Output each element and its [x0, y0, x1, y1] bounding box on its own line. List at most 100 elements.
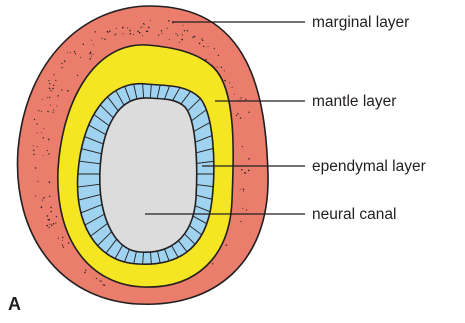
stipple-dot	[224, 70, 225, 71]
stipple-dot	[169, 39, 170, 40]
stipple-dot	[194, 36, 196, 38]
stipple-dot	[43, 155, 44, 156]
stipple-dot	[246, 209, 247, 210]
mantle-layer-label: mantle layer	[312, 93, 396, 110]
stipple-dot	[150, 20, 151, 21]
stipple-dot	[221, 67, 222, 68]
stipple-dot	[181, 39, 183, 41]
stipple-dot	[56, 216, 57, 217]
stipple-dot	[96, 278, 97, 279]
stipple-dot	[203, 46, 204, 47]
stipple-dot	[47, 111, 48, 112]
stipple-dot	[53, 85, 54, 86]
stipple-dot	[38, 181, 39, 182]
stipple-dot	[242, 208, 243, 209]
stipple-dot	[226, 244, 227, 245]
stipple-dot	[93, 44, 94, 45]
stipple-dot	[101, 38, 102, 39]
stipple-dot	[192, 36, 193, 37]
stipple-dot	[53, 74, 54, 75]
stipple-dot	[142, 35, 143, 36]
panel-letter: A	[8, 294, 21, 314]
stipple-dot	[85, 270, 86, 271]
stipple-dot	[201, 38, 202, 39]
stipple-dot	[116, 33, 117, 34]
stipple-dot	[48, 138, 49, 139]
stipple-dot	[75, 53, 76, 54]
stipple-dot	[33, 145, 34, 146]
stipple-dot	[175, 33, 176, 34]
stipple-dot	[36, 123, 37, 124]
stipple-dot	[70, 52, 71, 53]
stipple-dot	[214, 48, 215, 49]
stipple-dot	[240, 117, 241, 118]
stipple-dot	[41, 206, 43, 208]
stipple-dot	[127, 28, 128, 29]
stipple-dot	[212, 263, 213, 264]
stipple-dot	[168, 20, 169, 21]
stipple-dot	[140, 27, 141, 28]
stipple-dot	[56, 106, 57, 107]
stipple-dot	[167, 28, 168, 29]
stipple-dot	[49, 88, 51, 90]
stipple-dot	[47, 150, 48, 151]
stipple-dot	[161, 30, 162, 31]
stipple-dot	[35, 167, 36, 168]
stipple-dot	[217, 67, 218, 68]
stipple-dot	[50, 90, 51, 91]
stipple-dot	[67, 52, 68, 53]
stipple-dot	[218, 55, 219, 56]
stipple-dot	[114, 34, 115, 35]
neural-canal-label: neural canal	[312, 206, 396, 223]
stipple-dot	[62, 240, 63, 241]
stipple-dot	[240, 189, 241, 190]
stipple-dot	[103, 284, 104, 285]
stipple-dot	[158, 34, 159, 35]
stipple-dot	[33, 154, 34, 155]
stipple-dot	[53, 110, 54, 111]
stipple-dot	[62, 245, 63, 246]
stipple-dot	[89, 58, 91, 60]
stipple-dot	[240, 97, 241, 98]
stipple-dot	[142, 27, 143, 28]
stipple-dot	[162, 33, 163, 34]
stipple-dot	[55, 80, 56, 81]
stipple-dot	[245, 99, 246, 100]
stipple-dot	[35, 195, 36, 196]
stipple-dot	[43, 197, 45, 199]
stipple-dot	[243, 191, 244, 192]
stipple-dot	[202, 40, 203, 41]
stipple-dot	[41, 111, 42, 112]
stipple-dot	[42, 99, 43, 100]
stipple-dot	[63, 246, 64, 247]
stipple-dot	[90, 52, 92, 54]
stipple-dot	[52, 112, 53, 113]
stipple-dot	[77, 75, 78, 76]
stipple-dot	[48, 80, 49, 81]
stipple-dot	[179, 42, 180, 43]
stipple-dot	[177, 35, 178, 36]
stipple-dot	[49, 83, 50, 84]
stipple-dot	[116, 28, 117, 29]
stipple-dot	[74, 51, 75, 52]
stipple-dot	[232, 87, 233, 88]
stipple-dot	[89, 53, 91, 55]
stipple-dot	[43, 137, 44, 138]
stipple-dot	[184, 30, 185, 31]
stipple-dot	[33, 150, 34, 151]
stipple-dot	[147, 31, 148, 32]
stipple-dot	[248, 112, 249, 113]
stipple-dot	[53, 223, 54, 224]
stipple-dot	[248, 170, 250, 172]
stipple-dot	[133, 34, 134, 35]
stipple-dot	[37, 146, 38, 147]
stipple-dot	[62, 237, 63, 238]
stipple-dot	[148, 27, 150, 29]
stipple-dot	[34, 119, 35, 120]
stipple-dot	[52, 88, 53, 89]
stipple-dot	[241, 169, 242, 170]
stipple-dot	[248, 158, 249, 159]
stipple-dot	[234, 94, 235, 95]
stipple-dot	[48, 227, 49, 228]
